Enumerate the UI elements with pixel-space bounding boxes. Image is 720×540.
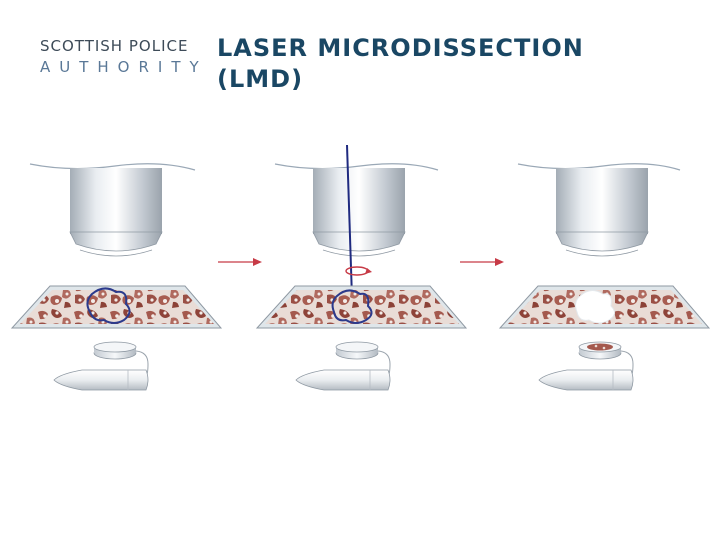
collection-cap-2: [335, 341, 391, 377]
collection-cap-1: [93, 341, 149, 377]
objective-lens-3: [555, 168, 649, 257]
title-line-1: LASER MICRODISSECTION: [217, 34, 584, 62]
glass-slide-3: [498, 285, 711, 329]
glass-slide-2: [255, 285, 468, 329]
scottish-police-authority-logo: SCOTTISH POLICE AUTHORITY: [40, 38, 208, 76]
rotation-indicator: [345, 266, 372, 276]
objective-lens-1: [69, 168, 163, 257]
process-arrow-1: [218, 258, 262, 266]
page-title: LASER MICRODISSECTION (LMD): [217, 33, 707, 95]
collection-tube-1: [53, 369, 149, 391]
cover-line-2: [274, 163, 439, 171]
collection-tube-3: [538, 369, 634, 391]
stage-select-region: [10, 163, 223, 391]
collection-tube-2: [295, 369, 391, 391]
captured-tissue: [587, 343, 613, 351]
cover-line-3: [517, 163, 681, 171]
title-line-2: (LMD): [217, 65, 304, 93]
tissue-selection-outline: [86, 287, 131, 324]
stage-collect: [498, 163, 711, 391]
process-arrow-2: [460, 258, 504, 266]
logo-line-2: AUTHORITY: [40, 58, 208, 76]
collection-cap-3: [578, 341, 634, 377]
objective-lens-2: [312, 168, 406, 257]
excised-region: [575, 290, 615, 324]
stage-laser-cut: [255, 144, 468, 391]
lmd-process-diagram: [10, 144, 711, 391]
cover-line-1: [29, 163, 196, 171]
laser-beam: [346, 144, 353, 299]
logo-line-1: SCOTTISH POLICE: [40, 37, 189, 55]
glass-slide-1: [10, 285, 223, 329]
tissue-cut-outline: [331, 289, 373, 324]
